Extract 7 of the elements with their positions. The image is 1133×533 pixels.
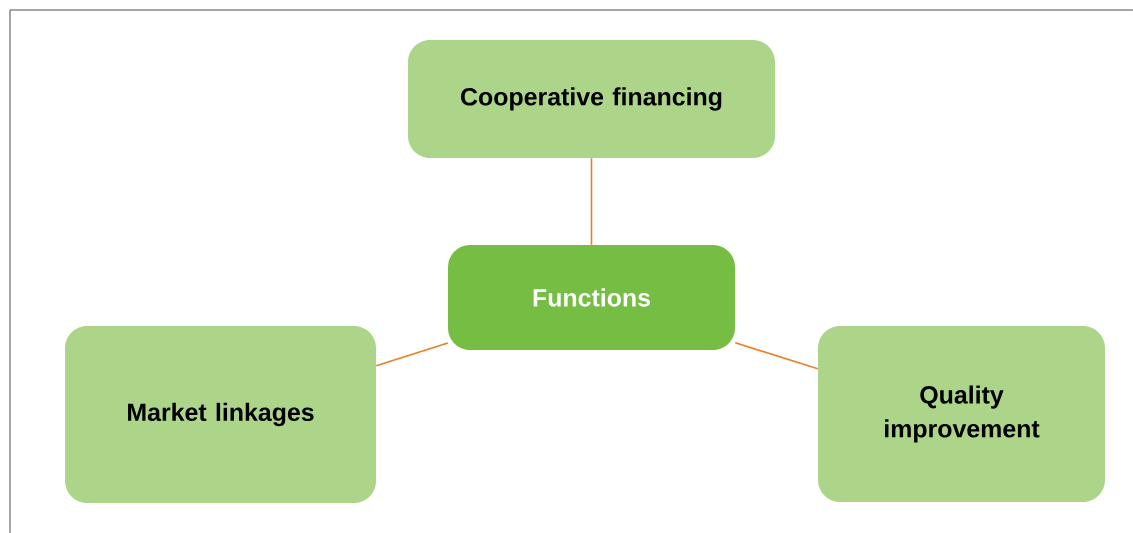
connector-line <box>590 157 593 246</box>
function-box: Market linkages <box>65 326 376 503</box>
central-box: Functions <box>448 245 735 350</box>
function-box: Quality improvement <box>818 326 1105 502</box>
connector-line <box>375 342 449 367</box>
function-box: Cooperative financing <box>408 40 775 158</box>
connector-line <box>734 341 819 370</box>
